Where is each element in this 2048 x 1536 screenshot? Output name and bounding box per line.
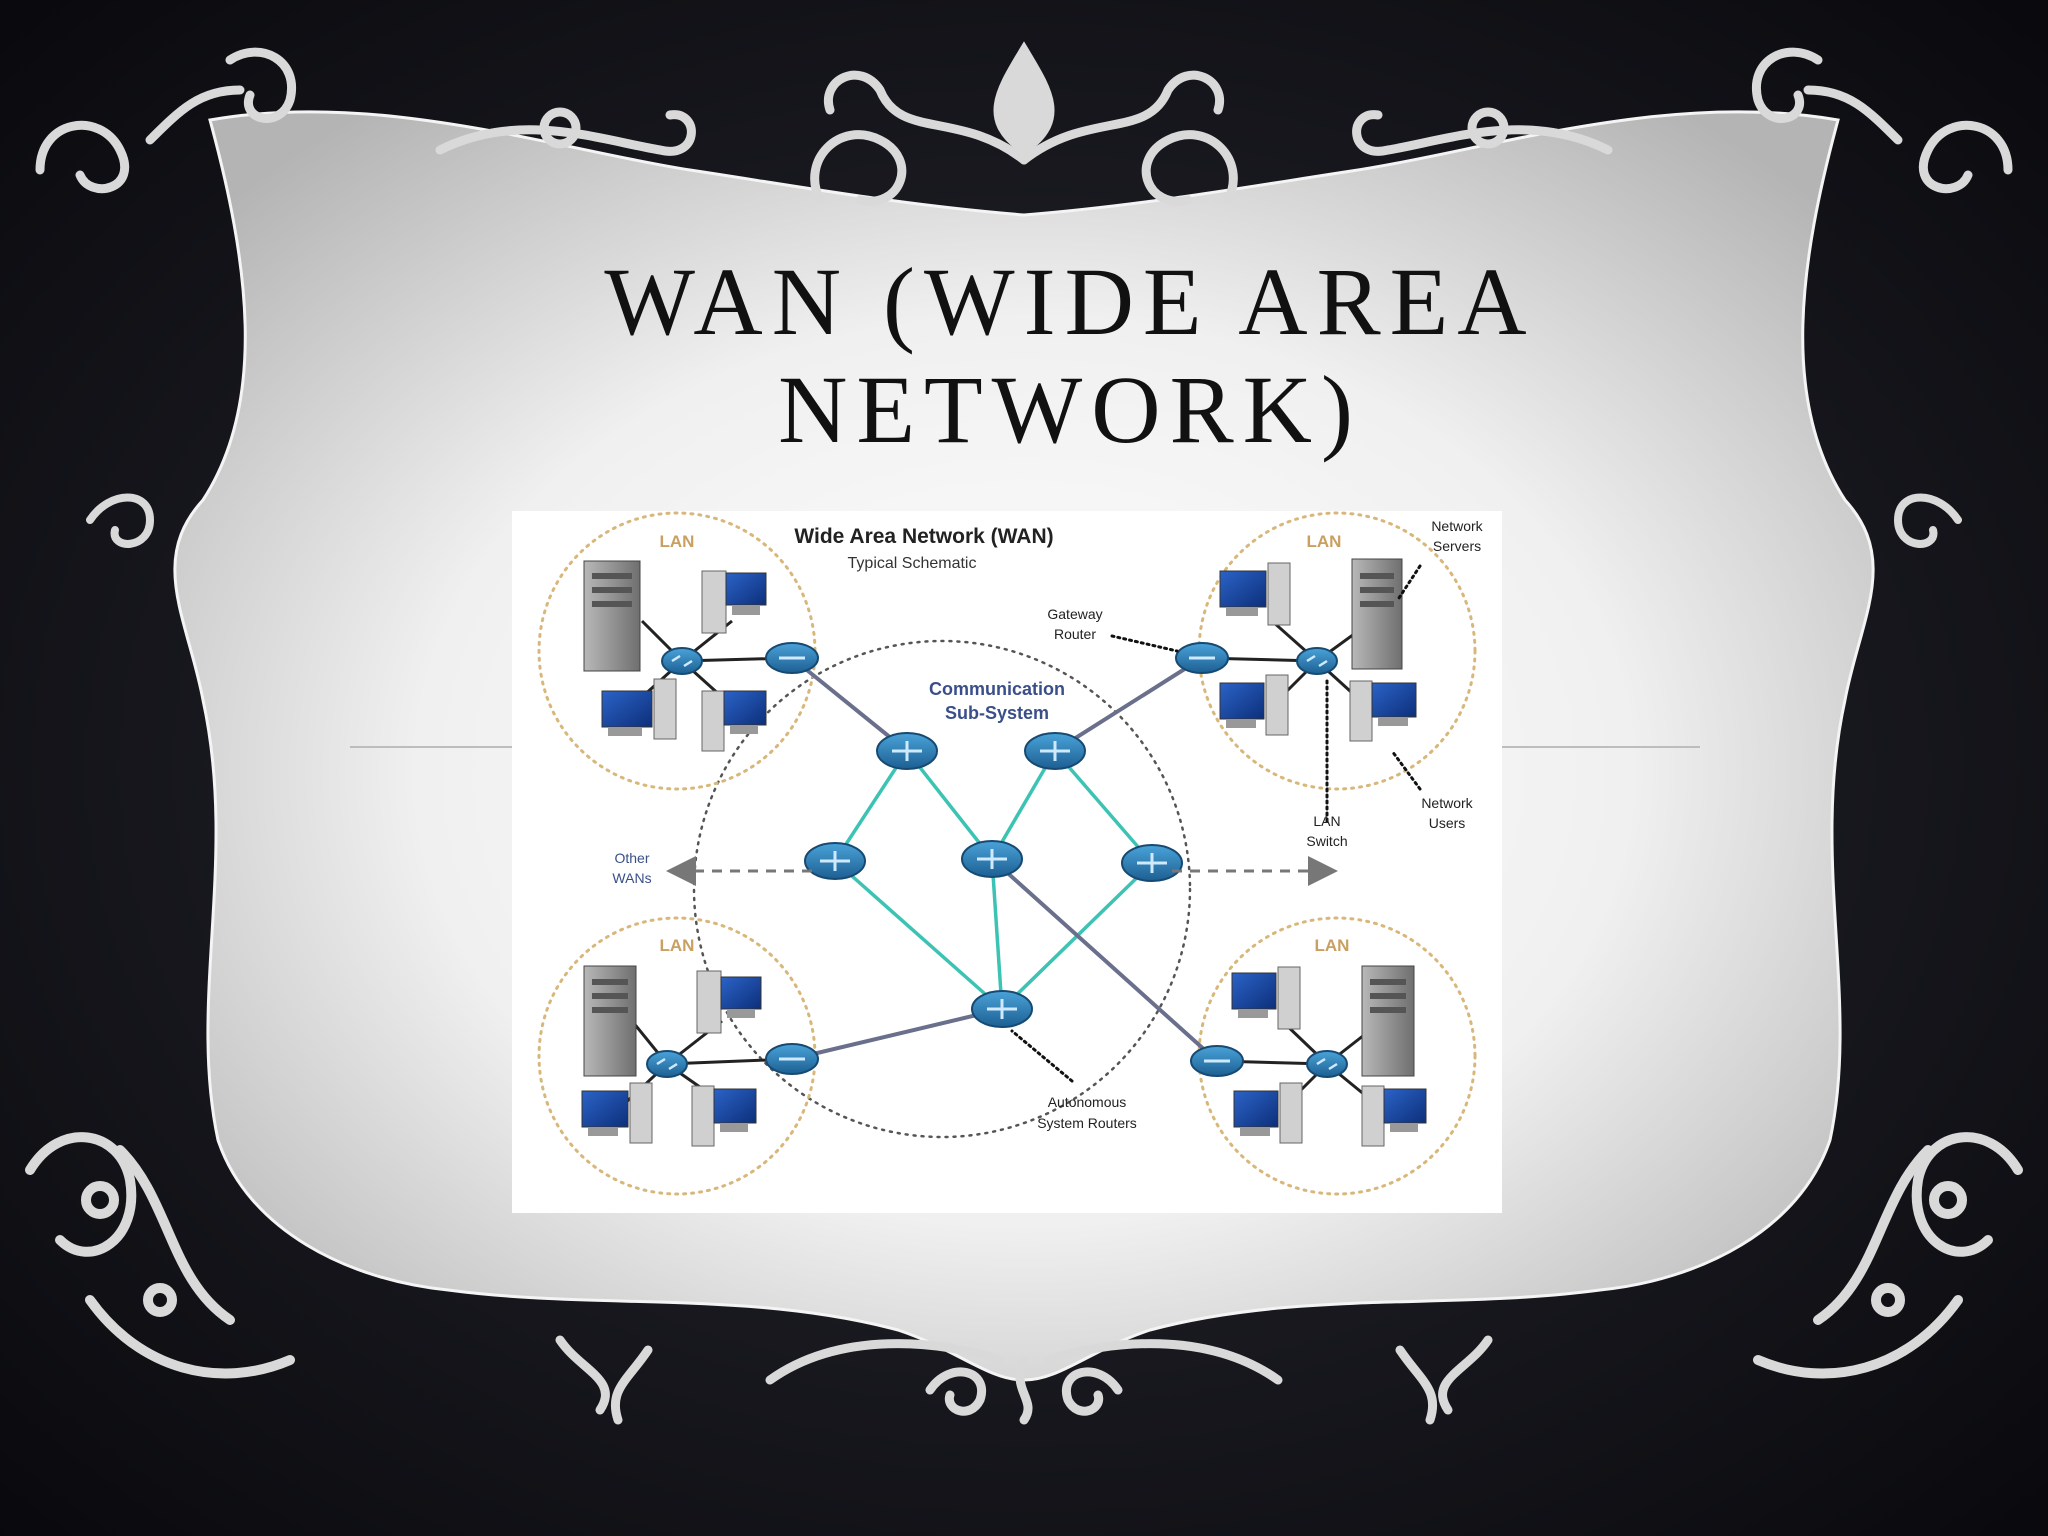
lan-ring-top-right <box>1197 511 1477 791</box>
gateway-router-label-line-2: Router <box>1054 626 1096 642</box>
corner-ornament-top-left-icon <box>35 47 296 194</box>
workstation-icon <box>1219 674 1289 736</box>
lan-label-top-right: LAN <box>1307 532 1342 551</box>
backbone-router-icon <box>1024 732 1086 770</box>
network-users-label-line-2: Users <box>1429 815 1466 831</box>
server-tower-icon <box>1351 558 1403 670</box>
backbone-router-icon <box>1121 844 1183 882</box>
corner-ornament-bottom-left-icon <box>25 1132 295 1379</box>
router-icons <box>646 642 1348 1078</box>
lan-switch-icon <box>646 1050 688 1078</box>
network-users-label-line-1: Network <box>1421 795 1473 811</box>
backbone-router-icon <box>804 842 866 880</box>
server-tower-icon <box>1361 965 1415 1077</box>
workstation-icon <box>601 678 677 740</box>
gateway-router-icon <box>1190 1045 1244 1077</box>
workstation-icon <box>1233 1082 1303 1144</box>
backbone-router-icon <box>971 990 1033 1028</box>
slide-title-line-2: NETWORK) <box>778 356 1362 463</box>
corner-ornament-bottom-right-icon <box>1753 1132 2023 1379</box>
gateway-router-label-line-1: Gateway <box>1047 606 1102 622</box>
network-servers-label-line-2: Servers <box>1433 538 1481 554</box>
workstation-icon <box>1231 966 1301 1030</box>
callout-leaders <box>1010 564 1422 1083</box>
corner-ornament-top-right-icon <box>1752 47 2013 194</box>
workstation-icon <box>581 1082 653 1144</box>
workstation-icon <box>701 690 767 752</box>
backbone-router-icon <box>876 732 938 770</box>
slide-title-line-1: WAN (WIDE AREA <box>604 248 1536 355</box>
lan-label-top-left: LAN <box>660 532 695 551</box>
gateway-links <box>790 656 1219 1063</box>
other-wans-label-line-2: WANs <box>612 870 651 886</box>
gateway-router-icon <box>1175 642 1229 674</box>
communication-subsystem-ring <box>692 639 1192 1139</box>
diagram-subheading: Typical Schematic <box>848 555 977 572</box>
diagram-heading: Wide Area Network (WAN) <box>794 525 1053 548</box>
workstation-icon <box>696 970 762 1034</box>
other-wans-label-line-1: Other <box>614 850 649 866</box>
slide-title: WAN (WIDE AREA NETWORK) <box>420 248 1720 464</box>
workstation-icon <box>691 1085 757 1147</box>
lan-label-bottom-left: LAN <box>660 936 695 955</box>
server-tower-icon <box>583 965 637 1077</box>
autonomous-routers-label-line-2: System Routers <box>1037 1115 1137 1131</box>
workstation-icon <box>1219 562 1291 626</box>
wan-schematic-diagram: Wide Area Network (WAN) Typical Schemati… <box>537 511 1484 1196</box>
backbone-router-icon <box>961 840 1023 878</box>
comm-subsystem-label-line-1: Communication <box>929 679 1065 699</box>
workstation-icon <box>701 570 767 634</box>
side-ornament-left-icon <box>86 493 155 548</box>
workstation-icon <box>1361 1085 1427 1147</box>
autonomous-routers-label-line-1: Autonomous <box>1048 1094 1127 1110</box>
lan-switch-icon <box>1296 647 1338 675</box>
lan-label-bottom-right: LAN <box>1315 936 1350 955</box>
lan-switch-label-line-1: LAN <box>1313 813 1340 829</box>
lan-switch-label-line-2: Switch <box>1306 833 1347 849</box>
lan-switch-icon <box>1306 1050 1348 1078</box>
comm-subsystem-label-line-2: Sub-System <box>945 703 1049 723</box>
backbone-links <box>833 749 1154 1011</box>
wan-diagram-panel: Wide Area Network (WAN) Typical Schemati… <box>512 511 1502 1213</box>
top-center-ornament-icon <box>435 41 1613 206</box>
workstation-icon <box>1349 680 1417 742</box>
network-servers-label-line-1: Network <box>1431 518 1483 534</box>
side-ornament-right-icon <box>1893 493 1962 548</box>
gateway-router-icon <box>765 642 819 674</box>
bottom-center-ornament-icon <box>555 1335 1493 1425</box>
gateway-router-icon <box>765 1043 819 1075</box>
lan-switch-icon <box>661 647 703 675</box>
server-tower-icon <box>583 560 641 672</box>
